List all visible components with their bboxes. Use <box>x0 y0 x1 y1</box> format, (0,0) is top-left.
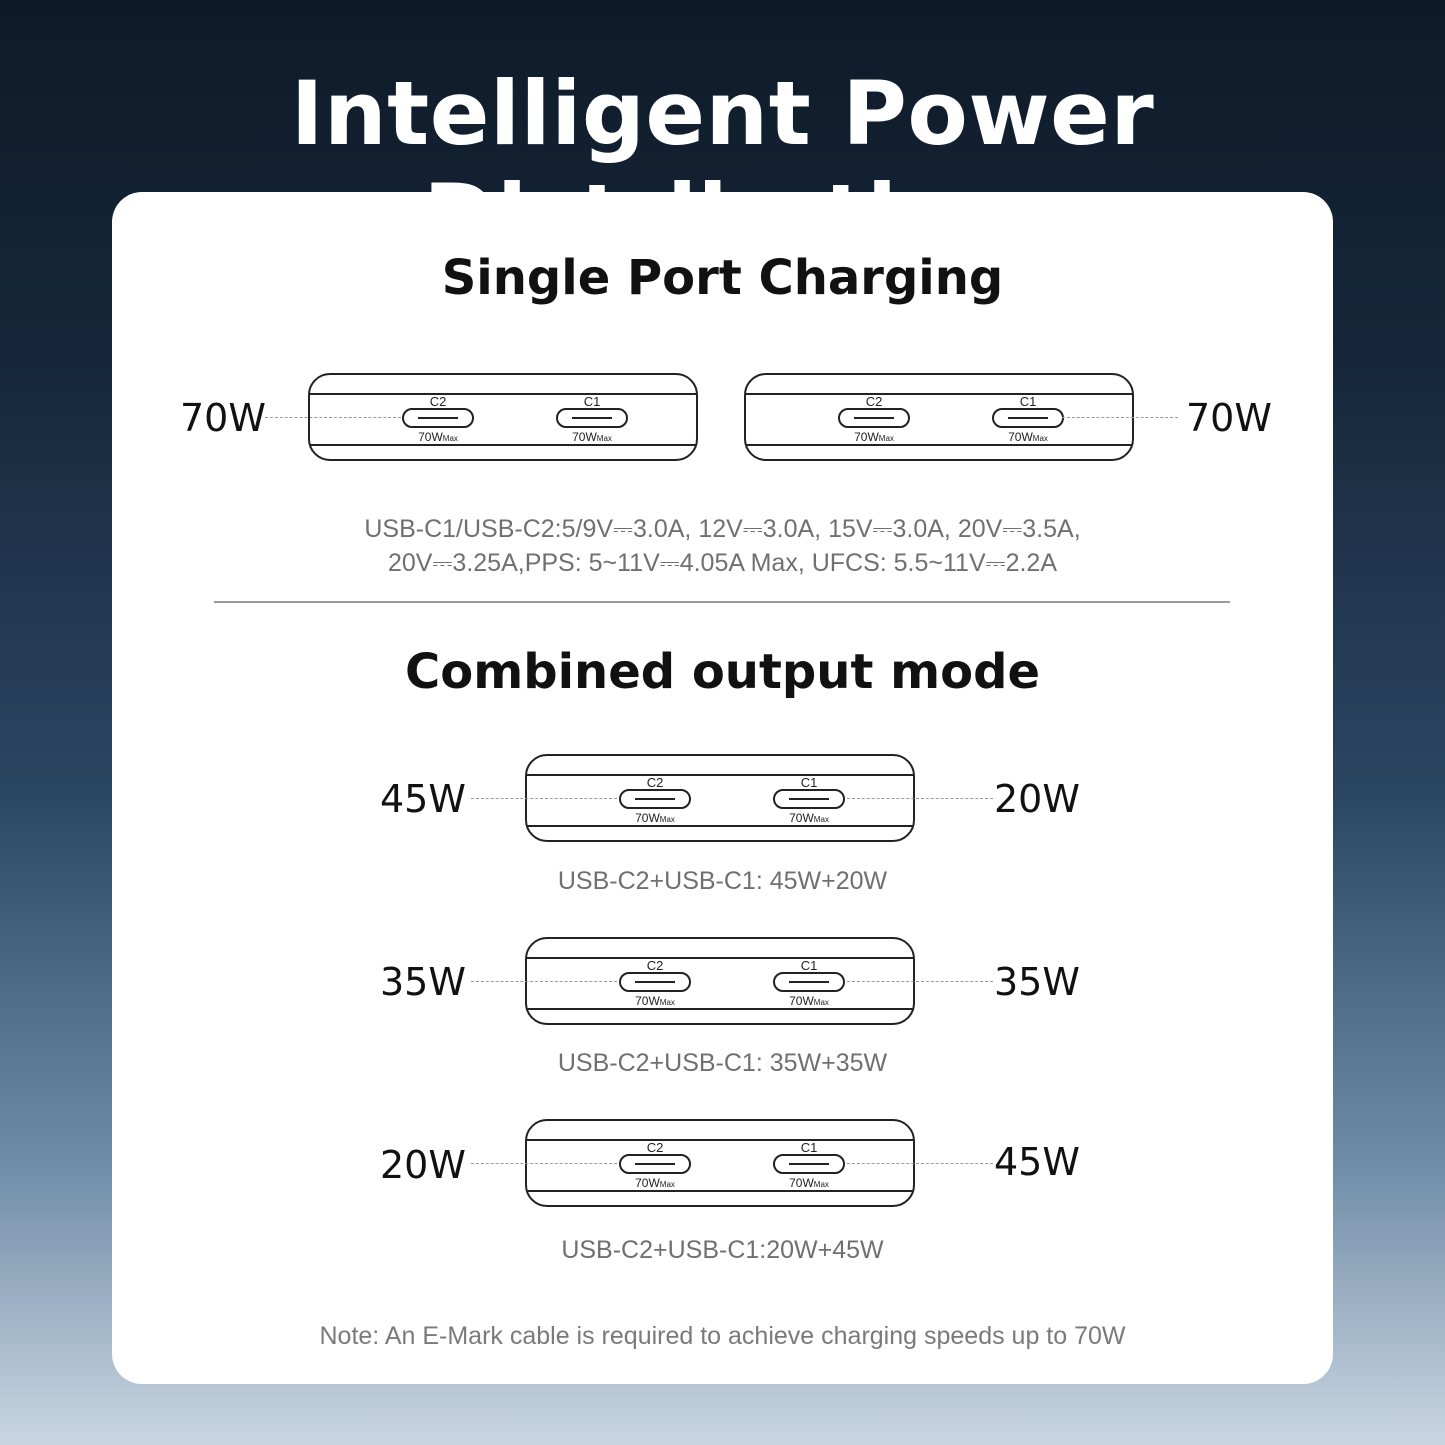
port-max-c1: 70WMax <box>789 811 829 825</box>
port-lead-c1 <box>847 981 993 982</box>
port-label-c2: C2 <box>646 1140 664 1155</box>
device-band <box>527 774 913 827</box>
single-port-heading: Single Port Charging <box>441 250 1004 306</box>
info-card: Single Port Charging 70W C2 70WMax C1 70… <box>112 192 1333 1384</box>
port-lead-c2 <box>471 798 617 799</box>
mode2-caption: USB-C2+USB-C1: 35W+35W <box>557 1049 888 1077</box>
usb-c1-port <box>773 789 845 809</box>
power-bank-device-right: C2 70WMax C1 70WMax <box>744 373 1134 461</box>
port-max-c1: 70WMax <box>1008 430 1048 444</box>
port-max-c2: 70WMax <box>635 994 675 1008</box>
port-lead-c1 <box>847 798 993 799</box>
usb-c1-port <box>992 408 1064 428</box>
mode1-caption: USB-C2+USB-C1: 45W+20W <box>557 867 888 895</box>
port-label-c1: C1 <box>583 394 601 409</box>
port-label-c1: C1 <box>1019 394 1037 409</box>
port-max-c1: 70WMax <box>789 1176 829 1190</box>
port-label-c1: C1 <box>800 775 818 790</box>
device-band <box>310 393 696 446</box>
power-bank-device-mode3: C2 70WMax C1 70WMax <box>471 1119 993 1207</box>
mode3-left-watt: 20W <box>380 1143 466 1187</box>
mode1-right-watt: 20W <box>994 777 1080 821</box>
port-max-c1: 70WMax <box>572 430 612 444</box>
port-max-c2: 70WMax <box>418 430 458 444</box>
port-label-c1: C1 <box>800 1140 818 1155</box>
usb-c1-port <box>556 408 628 428</box>
port-label-c2: C2 <box>865 394 883 409</box>
port-lead-c2 <box>471 981 617 982</box>
power-bank-device-left: C2 70WMax C1 70WMax <box>308 373 698 461</box>
usb-c2-port <box>838 408 910 428</box>
single-right-lead-line <box>1062 417 1178 418</box>
device-band <box>527 957 913 1010</box>
port-max-c2: 70WMax <box>635 1176 675 1190</box>
port-lead-c2 <box>471 1163 617 1164</box>
usb-c1-port <box>773 972 845 992</box>
emark-cable-note: Note: An E-Mark cable is required to ach… <box>319 1322 1126 1350</box>
usb-c1-port <box>773 1154 845 1174</box>
port-max-c2: 70WMax <box>635 811 675 825</box>
port-max-c1: 70WMax <box>789 994 829 1008</box>
single-left-watt: 70W <box>180 396 266 440</box>
port-label-c2: C2 <box>646 958 664 973</box>
usb-c2-port <box>619 1154 691 1174</box>
section-divider <box>214 601 1230 603</box>
single-left-lead-line <box>265 417 401 418</box>
device-band <box>746 393 1132 446</box>
power-bank-device-mode1: C2 70WMax C1 70WMax <box>471 754 993 842</box>
port-label-c2: C2 <box>646 775 664 790</box>
usb-c2-port <box>619 789 691 809</box>
mode1-left-watt: 45W <box>380 777 466 821</box>
port-label-c2: C2 <box>429 394 447 409</box>
port-max-c2: 70WMax <box>854 430 894 444</box>
device-band <box>527 1139 913 1192</box>
usb-c2-port <box>402 408 474 428</box>
usb-c2-port <box>619 972 691 992</box>
power-bank-device-mode2: C2 70WMax C1 70WMax <box>471 937 993 1025</box>
single-right-watt: 70W <box>1186 396 1272 440</box>
single-port-spec-line1: USB-C1/USB-C2:5/9V⎓3.0A, 12V⎓3.0A, 15V⎓3… <box>364 515 1081 543</box>
mode2-right-watt: 35W <box>994 960 1080 1004</box>
single-port-spec-line2: 20V⎓3.25A,PPS: 5~11V⎓4.05A Max, UFCS: 5.… <box>387 549 1058 577</box>
mode2-left-watt: 35W <box>380 960 466 1004</box>
mode3-right-watt: 45W <box>994 1140 1080 1184</box>
port-lead-c1 <box>847 1163 993 1164</box>
port-label-c1: C1 <box>800 958 818 973</box>
mode3-caption: USB-C2+USB-C1:20W+45W <box>561 1236 884 1264</box>
combined-mode-heading: Combined output mode <box>404 644 1040 700</box>
